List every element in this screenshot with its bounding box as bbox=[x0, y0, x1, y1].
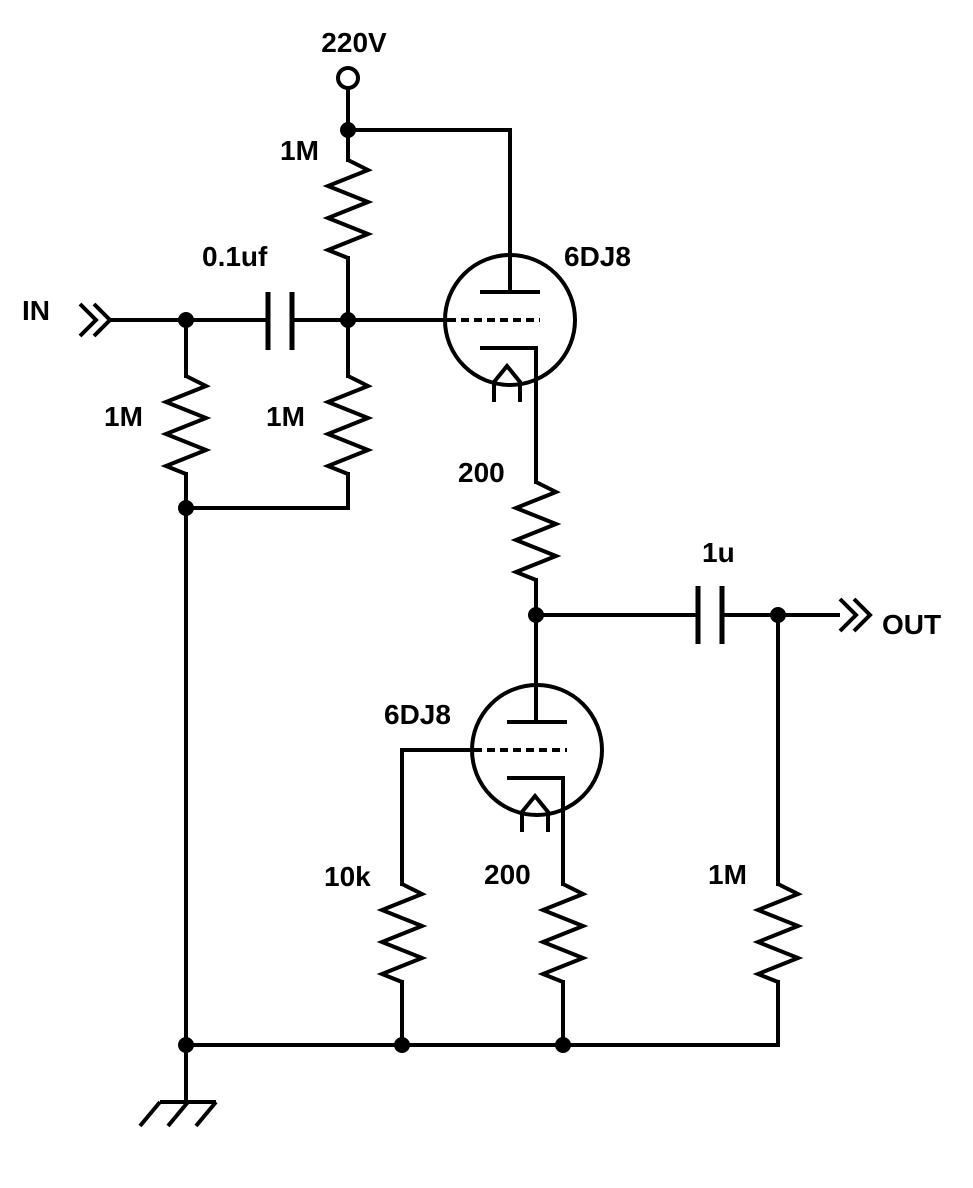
label-r-input-shunt: 1M bbox=[104, 401, 143, 432]
junction-output bbox=[770, 607, 786, 623]
junction-shunts bbox=[178, 500, 194, 516]
triode-lower-heater bbox=[520, 792, 550, 832]
label-r-lower-grid: 10k bbox=[324, 861, 371, 892]
label-output: OUT bbox=[882, 609, 941, 640]
junction-ground-left bbox=[178, 1037, 194, 1053]
resistor-output-load bbox=[752, 882, 804, 984]
wire-supply-to-upper-plate bbox=[346, 128, 512, 294]
junction-ground-cathode bbox=[555, 1037, 571, 1053]
label-tube-lower: 6DJ8 bbox=[384, 699, 451, 730]
label-c-input: 0.1uf bbox=[202, 241, 268, 272]
label-r-upper-cathode: 200 bbox=[458, 457, 505, 488]
resistor-lower-grid bbox=[376, 882, 428, 984]
resistor-top-grid bbox=[322, 158, 374, 260]
resistor-upper-cathode bbox=[510, 480, 562, 582]
output-connector-icon bbox=[838, 597, 873, 633]
junction-supply bbox=[340, 122, 356, 138]
resistor-bottom-grid bbox=[322, 374, 374, 476]
junction-ground-grid bbox=[394, 1037, 410, 1053]
resistor-lower-cathode bbox=[537, 882, 589, 984]
label-r-output-load: 1M bbox=[708, 859, 747, 890]
junctions bbox=[178, 122, 786, 1053]
triode-upper bbox=[443, 253, 577, 402]
label-input: IN bbox=[22, 295, 50, 326]
supply-terminal bbox=[336, 66, 360, 90]
capacitor-input bbox=[265, 292, 295, 350]
label-r-lower-cathode: 200 bbox=[484, 859, 531, 890]
wires bbox=[110, 88, 840, 1102]
label-c-output: 1u bbox=[702, 537, 735, 568]
label-r-top-grid: 1M bbox=[280, 135, 319, 166]
junction-input bbox=[178, 312, 194, 328]
triode-upper-envelope bbox=[443, 253, 577, 387]
input-connector-icon bbox=[78, 302, 113, 338]
wire-lower-grid bbox=[400, 748, 476, 886]
triode-lower-envelope bbox=[470, 683, 604, 817]
wire-shunts-join bbox=[184, 472, 350, 510]
triode-upper-heater bbox=[492, 362, 522, 402]
resistors bbox=[160, 158, 804, 984]
junction-mid bbox=[528, 607, 544, 623]
labels: 220V IN OUT 1M 0.1uf 1M 1M 6DJ8 200 1u 6… bbox=[22, 27, 941, 892]
triode-lower bbox=[470, 683, 604, 832]
label-supply: 220V bbox=[321, 27, 387, 58]
label-r-bottom-grid: 1M bbox=[266, 401, 305, 432]
label-tube-upper: 6DJ8 bbox=[564, 241, 631, 272]
resistor-input-shunt bbox=[160, 374, 212, 476]
ground-icon bbox=[138, 1100, 218, 1128]
junction-grid bbox=[340, 312, 356, 328]
capacitor-output bbox=[695, 586, 725, 644]
